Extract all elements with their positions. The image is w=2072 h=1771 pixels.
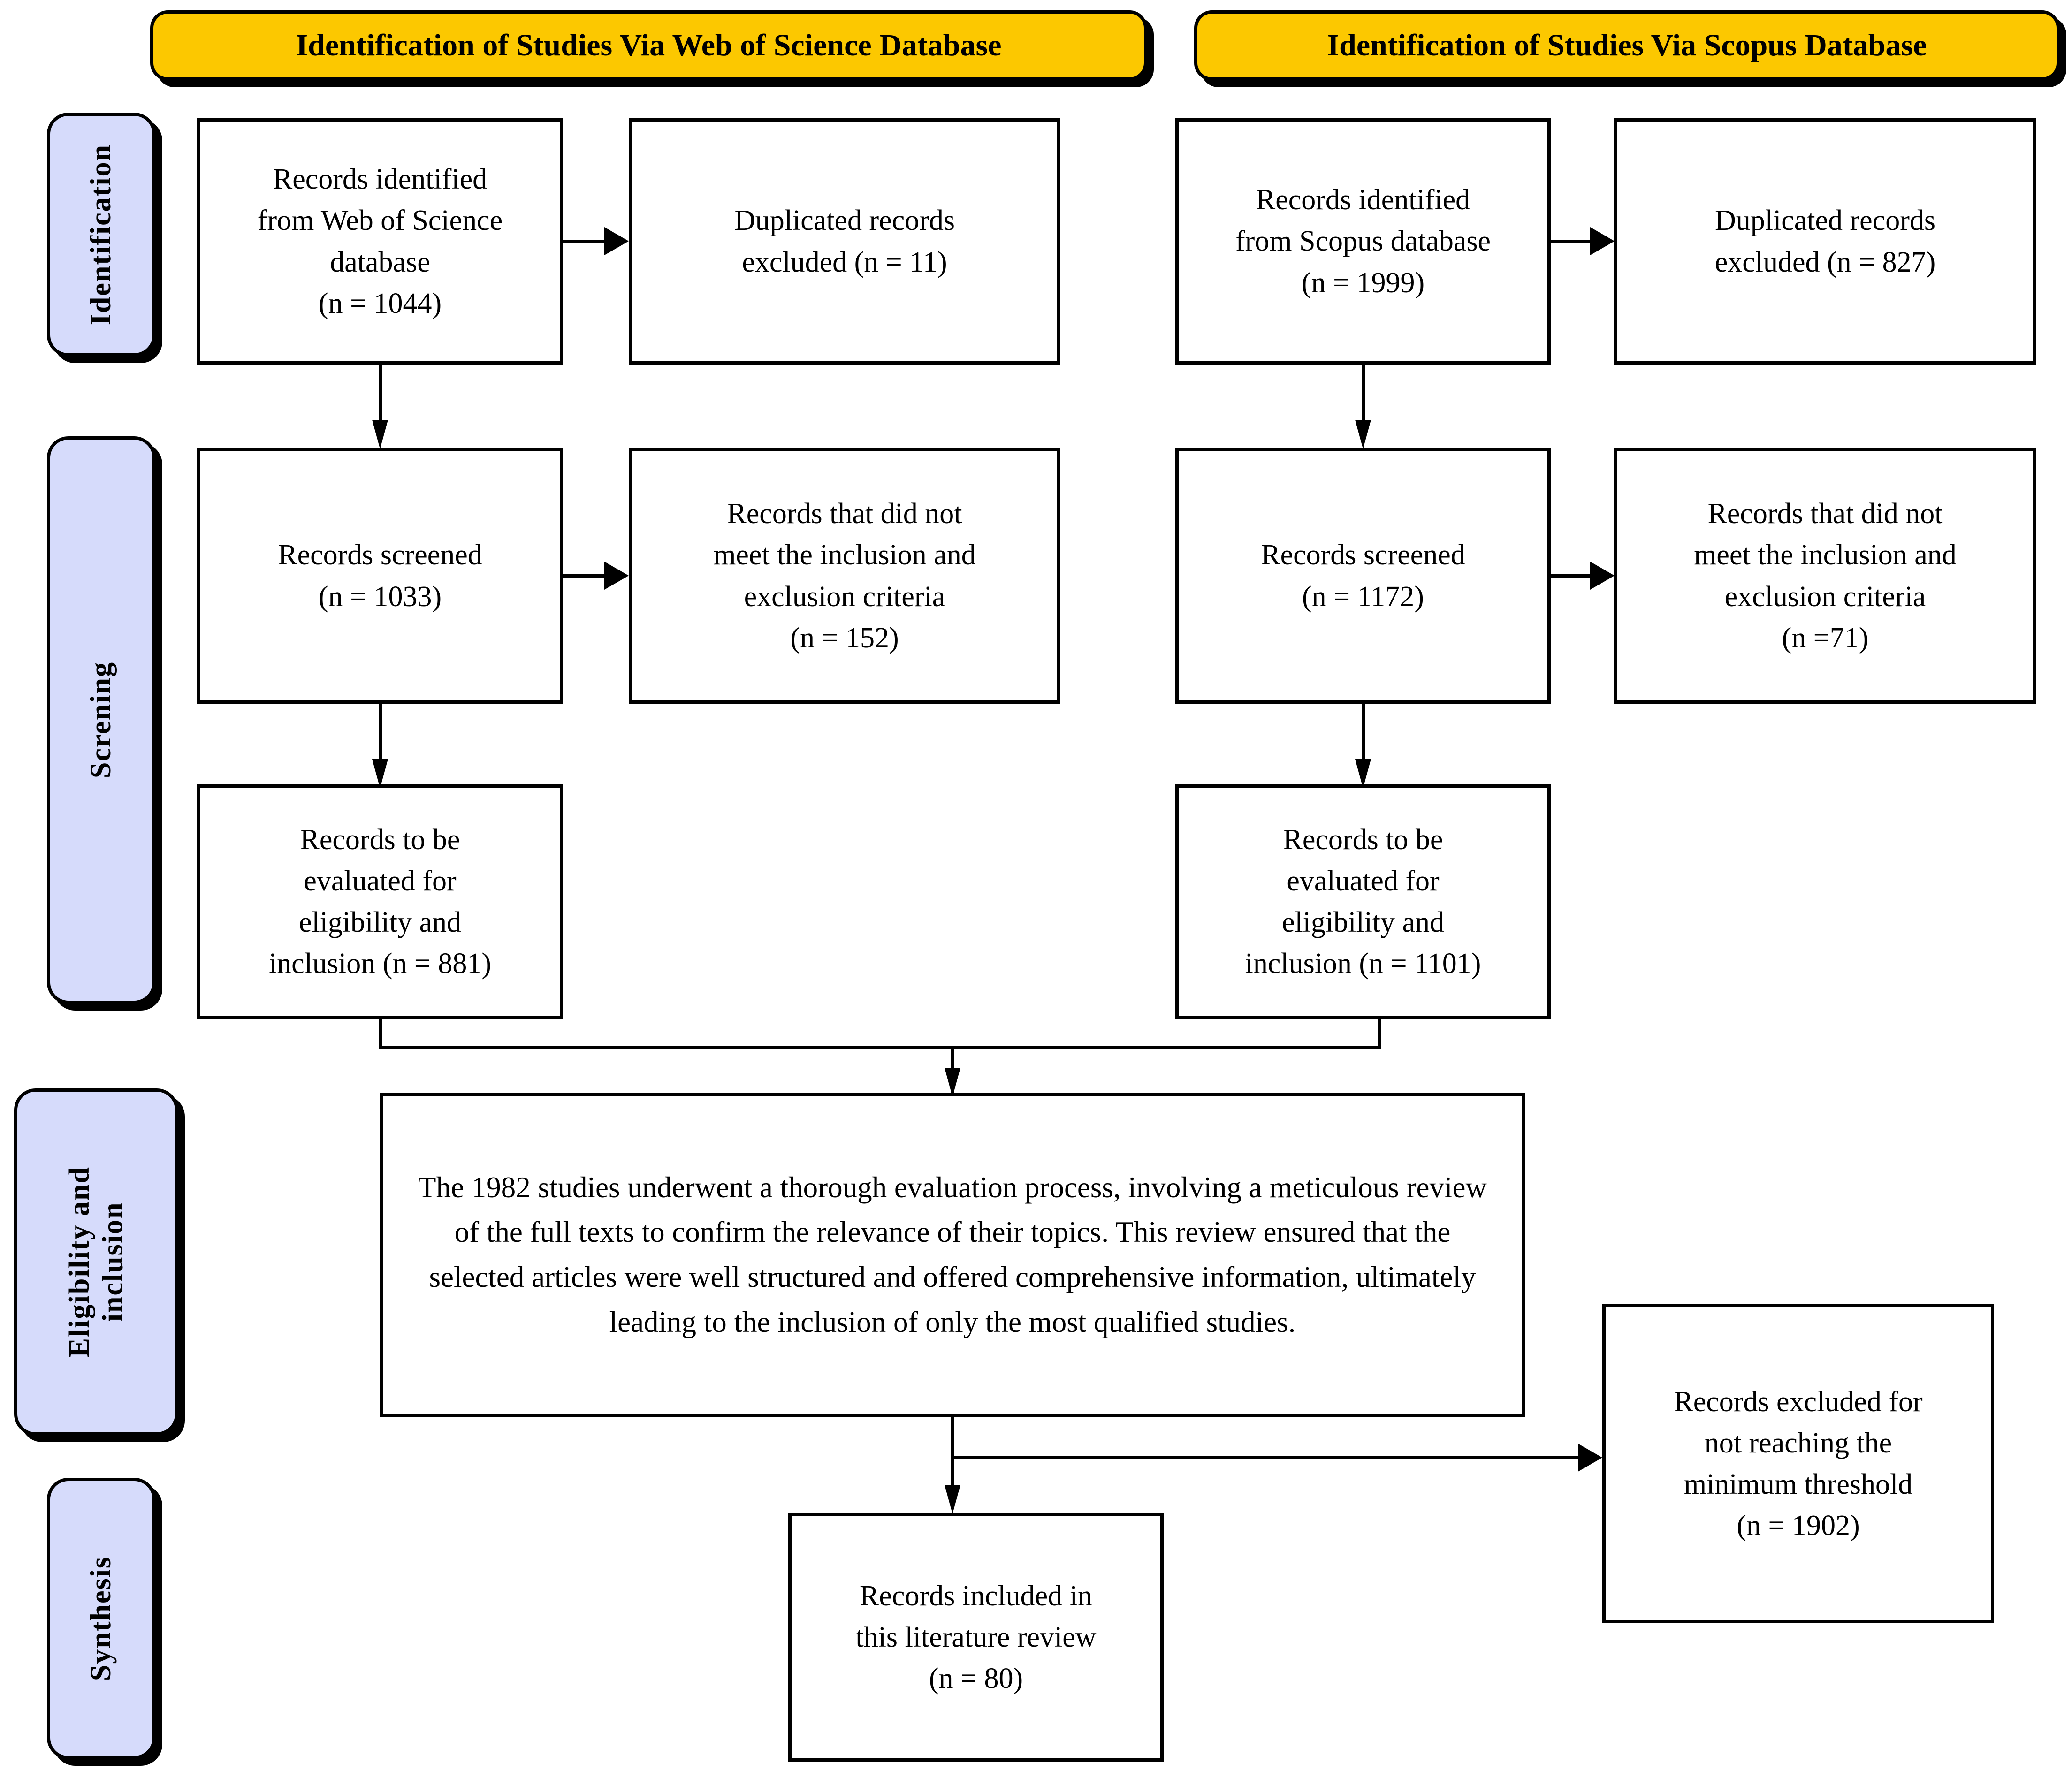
box-scopus-records-identified: Records identified from Scopus database … — [1175, 118, 1551, 365]
arrowhead-scopus-eligibility — [1355, 759, 1371, 788]
stage-label-screening: Screning — [47, 436, 156, 1004]
arrowhead-scopus-duplicates — [1590, 227, 1615, 255]
box-evaluation-paragraph-text: The 1982 studies underwent a thorough ev… — [418, 1171, 1487, 1338]
box-evaluation-paragraph: The 1982 studies underwent a thorough ev… — [380, 1093, 1525, 1417]
connector-scopus-eligibility-drop — [1378, 1019, 1381, 1048]
box-scopus-not-meeting-criteria: Records that did not meet the inclusion … — [1614, 448, 2036, 704]
box-records-included-final: Records included in this literature revi… — [788, 1513, 1164, 1762]
arrowhead-paragraph-box — [945, 1068, 960, 1097]
box-wos-not-meeting-criteria: Records that did not meet the inclusion … — [629, 448, 1060, 704]
box-scopus-duplicates-excluded: Duplicated records excluded (n = 827) — [1614, 118, 2036, 365]
arrowhead-records-excluded — [1578, 1444, 1602, 1472]
box-scopus-records-to-evaluate-text: Records to be evaluated for eligibility … — [1245, 823, 1481, 980]
box-wos-duplicates-excluded: Duplicated records excluded (n = 11) — [629, 118, 1060, 365]
connector-wos-identified-to-screened — [379, 365, 382, 435]
connector-paragraph-to-excluded — [951, 1456, 1580, 1459]
box-wos-records-identified-text: Records identified from Web of Science d… — [257, 163, 503, 319]
box-scopus-records-identified-text: Records identified from Scopus database … — [1235, 184, 1491, 299]
arrowhead-scopus-not-meeting — [1590, 562, 1615, 590]
connector-wos-identified-to-duplicates — [563, 240, 606, 243]
connector-wos-eligibility-drop — [379, 1019, 382, 1048]
stage-label-eligibility-text: Eligibility and inclusion — [63, 1166, 129, 1358]
connector-scopus-identified-to-duplicates — [1551, 240, 1592, 243]
stage-label-screening-text: Screning — [85, 661, 117, 779]
arrowhead-wos-eligibility — [372, 759, 388, 788]
connector-wos-screened-to-eligibility — [379, 704, 382, 774]
connector-wos-screened-to-excluded — [563, 574, 606, 578]
arrowhead-wos-screened — [372, 420, 388, 449]
arrowhead-scopus-screened — [1355, 420, 1371, 449]
box-scopus-records-screened: Records screened (n = 1172) — [1175, 448, 1551, 704]
box-wos-duplicates-excluded-text: Duplicated records excluded (n = 11) — [734, 205, 955, 278]
header-banner-scopus-title: Identification of Studies Via Scopus Dat… — [1327, 28, 1927, 62]
box-wos-records-identified: Records identified from Web of Science d… — [197, 118, 563, 365]
stage-label-eligibility: Eligibility and inclusion — [14, 1088, 178, 1436]
connector-scopus-screened-to-excluded — [1551, 574, 1592, 578]
box-scopus-records-screened-text: Records screened (n = 1172) — [1261, 539, 1465, 613]
connector-merge-horizontal — [379, 1046, 1381, 1049]
box-wos-records-to-evaluate-text: Records to be evaluated for eligibility … — [268, 823, 492, 980]
stage-label-identification: Identification — [47, 113, 156, 357]
box-wos-records-screened: Records screened (n = 1033) — [197, 448, 563, 704]
box-records-excluded-threshold-text: Records excluded for not reaching the mi… — [1674, 1385, 1923, 1542]
arrowhead-included-final — [945, 1485, 960, 1514]
stage-label-identification-text: Identification — [85, 144, 117, 326]
box-wos-records-screened-text: Records screened (n = 1033) — [278, 539, 482, 613]
box-records-included-final-text: Records included in this literature revi… — [855, 1580, 1097, 1695]
box-scopus-not-meeting-criteria-text: Records that did not meet the inclusion … — [1694, 498, 1957, 654]
box-scopus-records-to-evaluate: Records to be evaluated for eligibility … — [1175, 784, 1551, 1019]
box-records-excluded-threshold: Records excluded for not reaching the mi… — [1602, 1304, 1994, 1623]
header-banner-web-of-science: Identification of Studies Via Web of Sci… — [150, 10, 1147, 81]
box-wos-not-meeting-criteria-text: Records that did not meet the inclusion … — [713, 498, 976, 654]
arrowhead-wos-duplicates — [604, 227, 629, 255]
header-banner-scopus: Identification of Studies Via Scopus Dat… — [1194, 10, 2060, 81]
stage-label-synthesis: Synthesis — [47, 1478, 156, 1759]
box-wos-records-to-evaluate: Records to be evaluated for eligibility … — [197, 784, 563, 1019]
connector-scopus-screened-to-eligibility — [1362, 704, 1365, 774]
arrowhead-wos-not-meeting — [604, 562, 629, 590]
header-banner-web-of-science-title: Identification of Studies Via Web of Sci… — [296, 28, 1002, 62]
box-scopus-duplicates-excluded-text: Duplicated records excluded (n = 827) — [1714, 205, 1936, 278]
connector-scopus-identified-to-screened — [1362, 365, 1365, 435]
stage-label-synthesis-text: Synthesis — [85, 1556, 117, 1681]
